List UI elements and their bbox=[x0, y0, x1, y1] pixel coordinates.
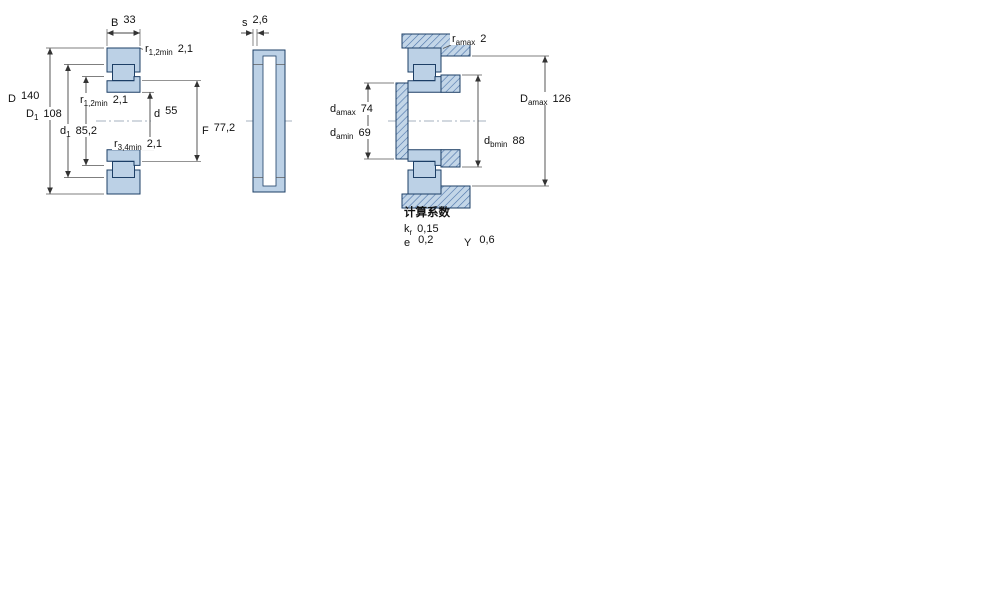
leader-line bbox=[442, 44, 452, 49]
label-bg bbox=[152, 107, 182, 120]
label-bg bbox=[200, 124, 240, 137]
view-mounting bbox=[388, 33, 486, 209]
label-bg bbox=[240, 17, 274, 29]
label-bg bbox=[518, 92, 576, 105]
shaft-shoulder bbox=[395, 82, 409, 160]
side-profile-recess bbox=[262, 55, 277, 187]
roller-top bbox=[112, 64, 135, 81]
abutment-collar-bottom bbox=[440, 149, 461, 168]
roller-bottom bbox=[413, 161, 436, 178]
inner-ring-top bbox=[106, 76, 141, 93]
label-bg bbox=[482, 134, 530, 147]
label-bg bbox=[143, 42, 199, 55]
inner-ring-bottom bbox=[407, 149, 442, 166]
abutment-collar-top bbox=[440, 74, 461, 93]
label-bg bbox=[112, 137, 168, 150]
view-cross-section bbox=[96, 47, 151, 195]
view-side-profile bbox=[246, 49, 292, 193]
label-bg bbox=[78, 93, 134, 106]
label-bg bbox=[6, 92, 46, 105]
label-bg bbox=[328, 102, 378, 115]
inner-ring-top bbox=[407, 76, 442, 93]
calc-title: 计算系数 bbox=[404, 205, 450, 219]
roller-top bbox=[413, 64, 436, 81]
label-bg bbox=[24, 107, 66, 120]
label-bg bbox=[328, 126, 378, 139]
label-bg bbox=[450, 32, 496, 45]
roller-bottom bbox=[112, 161, 135, 178]
label-bg bbox=[109, 17, 139, 29]
label-bg bbox=[58, 124, 102, 137]
